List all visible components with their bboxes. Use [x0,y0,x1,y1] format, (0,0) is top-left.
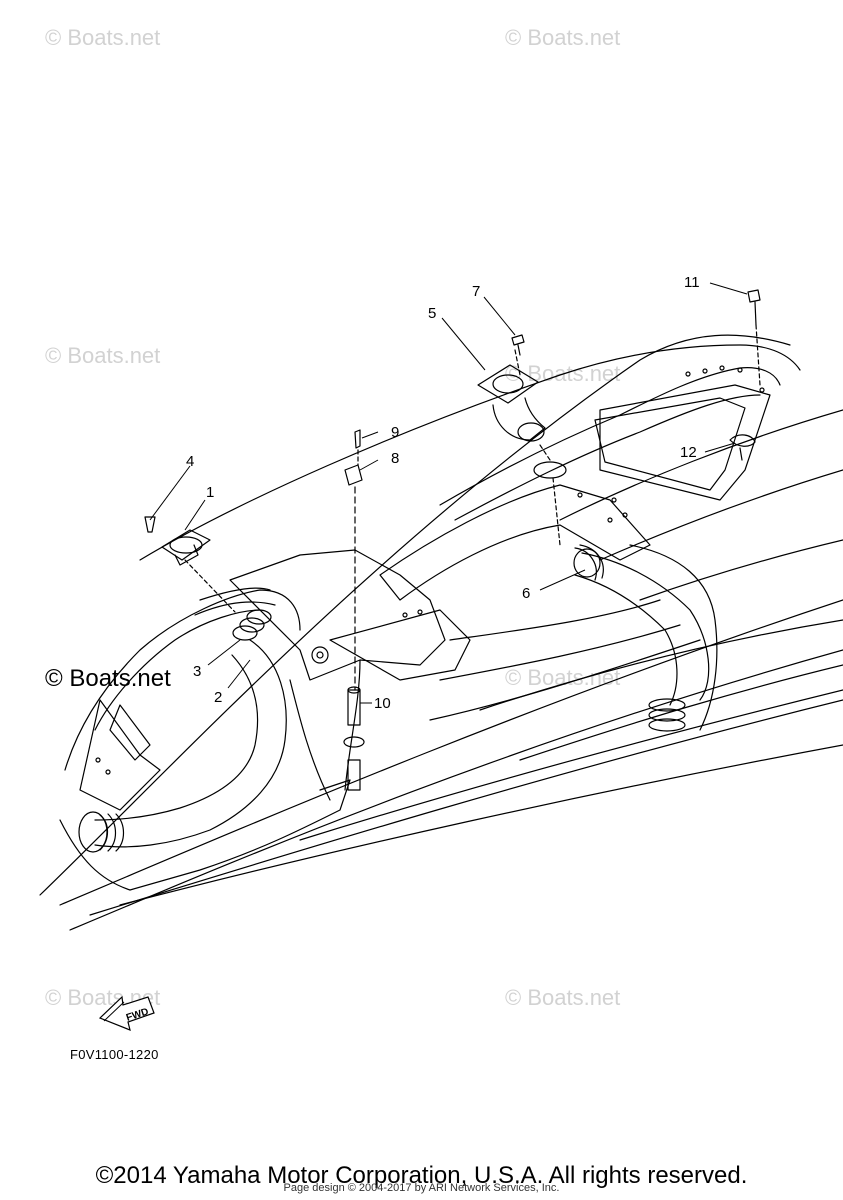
hull-outline [39,334,791,896]
intake-hose [94,639,287,848]
hose-rib [648,708,686,722]
leader-line [184,559,236,613]
elbow-duct [477,364,539,404]
copyright-notice: ©2014 Yamaha Motor Corporation, U.S.A. A… [95,1162,748,1189]
duct-fitting [174,544,199,566]
callout-3[interactable]: 3 [193,663,201,680]
callout-7[interactable]: 7 [472,283,480,300]
elbow-duct [492,397,546,441]
callout-12[interactable]: 12 [680,444,697,461]
cockpit [79,699,161,811]
hull-outline [119,744,843,906]
leader-line [539,444,551,461]
watermark: © Boats.net [45,25,161,50]
hull-outline [639,539,843,601]
watermark: © Boats.net [45,343,161,368]
cockpit [109,704,151,761]
clamp [232,625,258,641]
intake-hose [94,654,259,821]
cockpit [94,609,261,731]
hull-outline [59,599,843,906]
deck-frame [439,624,681,681]
pin [354,429,361,449]
deck-frame [229,549,446,681]
deck-opening [594,397,746,491]
cockpit [199,587,271,601]
deck-frame [329,609,471,681]
callout-10[interactable]: 10 [374,695,391,712]
hull-outline [89,699,843,916]
hose-rib [648,698,686,712]
bolt [747,289,761,303]
hull-outline [559,409,843,521]
fitting [347,689,361,726]
deck-frame [429,639,701,721]
duct-body [629,544,718,731]
hull-outline [139,344,801,561]
cockpit [64,589,301,771]
hose-rib [574,547,597,581]
fitting [347,759,361,791]
callout-9[interactable]: 9 [391,424,399,441]
hull-outline [599,469,843,561]
fwd-arrow-icon: FWD [98,995,155,1031]
callout-4[interactable]: 4 [186,453,194,470]
clamp [239,617,265,633]
page-design-credit: Page design © 2004-2017 by ARI Network S… [283,1182,560,1194]
hose-rib [107,813,117,852]
hull-outline [69,649,843,931]
watermark: © Boats.net [505,25,621,50]
callout-2[interactable]: 2 [214,689,222,706]
hose-rib [648,718,686,732]
intake-hose [581,552,710,701]
clamp [246,609,272,625]
screw [511,334,525,346]
vent-hole [533,461,567,479]
leader-line [755,324,761,386]
side-wall [59,779,351,891]
watermark: © Boats.net [505,985,621,1010]
duct-fitting [169,536,203,554]
side-wall [344,659,361,791]
leader-line [552,477,561,546]
callout-8[interactable]: 8 [391,450,399,467]
hull-outline [519,664,843,761]
hose-end [573,548,601,578]
callout-1[interactable]: 1 [206,484,214,501]
deck-rim [454,394,761,521]
elbow-duct [492,374,524,394]
callout-5[interactable]: 5 [428,305,436,322]
hull-outline [299,689,843,841]
elbow-duct [517,422,545,442]
hose-rib [579,544,604,579]
deck-rim [439,367,781,506]
intake-hose [574,574,678,706]
deck-frame [379,484,651,601]
diagram-code: F0V1100-1220 [70,1047,159,1062]
side-wall [289,679,331,801]
hose-rib [99,814,109,851]
deck-frame [449,599,661,641]
callout-11[interactable]: 11 [684,274,700,291]
clip [729,434,756,447]
callout-6[interactable]: 6 [522,585,530,602]
grommet [344,464,363,486]
leader-line [514,349,521,376]
hose-rib [115,813,125,852]
deck-opening [599,384,771,501]
cockpit [194,601,276,616]
clamp [343,736,365,748]
